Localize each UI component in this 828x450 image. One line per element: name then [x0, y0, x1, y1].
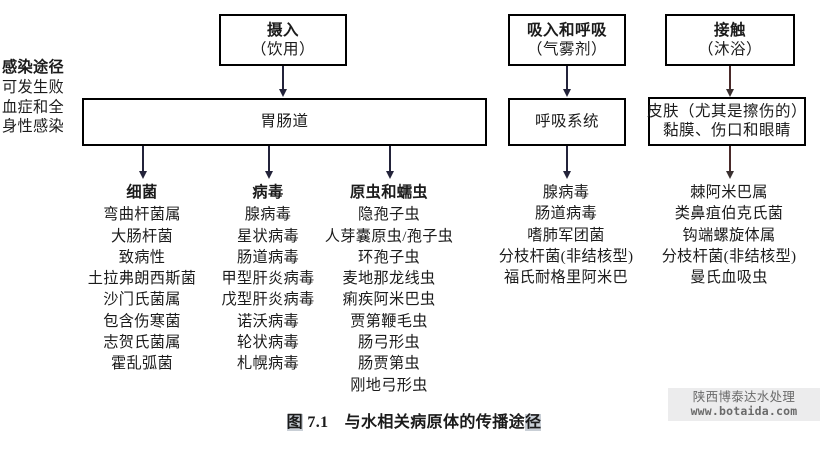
pathogen-column-bacteria-title: 细菌 [126, 184, 158, 201]
pathogen-column-protozoa: 原虫和蠕虫 隐孢子虫 人芽囊原虫/孢子虫 环孢子虫 麦地那龙线虫 痢疾阿米巴虫 … [298, 182, 480, 396]
organ-node-gastrointestinal-label: 胃肠道 [260, 113, 309, 131]
entry-node-contact-title: 接触 [713, 21, 746, 39]
entry-node-inhalation-title: 吸入和呼吸 [526, 21, 607, 39]
arrow-gi-to-bacteria [142, 146, 144, 172]
organ-node-gastrointestinal: 胃肠道 [82, 98, 487, 146]
pathogen-item: 刚地弓形虫 [350, 376, 428, 394]
pathogen-item: 肠弓形虫 [358, 333, 420, 351]
pathogen-item: 肠贾第虫 [358, 355, 420, 373]
entry-node-ingestion-sub: （饮用） [250, 40, 315, 58]
pathogen-item: 沙门氏菌属 [103, 291, 181, 309]
arrow-ingestion-to-gi [282, 66, 284, 90]
pathogen-item: 福氏耐格里阿米巴 [504, 269, 628, 287]
pathogen-item: 包含伤寒菌 [103, 312, 181, 330]
figure-caption-first-char: 图 [286, 414, 303, 431]
pathogen-item: 大肠杆菌 [111, 227, 173, 245]
organ-node-respiratory: 呼吸系统 [508, 98, 626, 146]
arrow-gi-to-protozoa [389, 146, 391, 172]
pathogen-item: 腺病毒 [244, 206, 292, 224]
watermark-url: www.botaida.com [690, 403, 798, 418]
entry-node-inhalation-sub: （气雾剂） [526, 40, 607, 58]
arrow-respiratory-to-pathogens [566, 146, 568, 172]
pathogen-item: 类鼻疽伯克氏菌 [674, 205, 784, 223]
watermark: 陕西博泰达水处理 www.botaida.com [668, 388, 820, 422]
watermark-company: 陕西博泰达水处理 [692, 390, 796, 404]
pathogen-column-protozoa-title: 原虫和蠕虫 [350, 184, 428, 201]
pathogen-item: 分枝杆菌(非结核型) [498, 247, 634, 265]
pathogen-column-bacteria: 细菌 弯曲杆菌属 大肠杆菌 致病性 土拉弗朗西斯菌 沙门氏菌属 包含伤寒菌 志贺… [42, 182, 242, 375]
organ-node-skin-label-2: 黏膜、伤口和眼睛 [662, 122, 791, 139]
route-label-line-1: 感染途径 [2, 59, 64, 76]
pathogen-column-contact: 棘阿米巴属 类鼻疽伯克氏菌 钩端螺旋体属 分枝杆菌(非结核型) 曼氏血吸虫 [648, 182, 810, 288]
pathogen-item: 麦地那龙线虫 [342, 270, 436, 288]
pathogen-item: 甲型肝炎病毒 [221, 270, 315, 288]
pathogen-item: 土拉弗朗西斯菌 [87, 270, 197, 288]
route-label-line-4: 身性感染 [2, 118, 64, 136]
pathogen-item: 肠道病毒 [535, 205, 597, 223]
pathogen-item: 致病性 [118, 248, 166, 266]
entry-node-ingestion: 摄入 （饮用） [219, 14, 347, 66]
arrow-contact-to-skin [729, 66, 731, 90]
pathogen-item: 痢疾阿米巴虫 [342, 291, 436, 309]
figure-caption-tail: 径 [525, 414, 542, 431]
entry-node-inhalation: 吸入和呼吸 （气雾剂） [508, 14, 626, 66]
pathogen-item: 棘阿米巴属 [690, 184, 768, 201]
pathogen-column-virus-title: 病毒 [252, 184, 284, 201]
pathogen-item: 隐孢子虫 [358, 206, 420, 224]
pathogen-item: 曼氏血吸虫 [690, 269, 768, 287]
arrow-skin-to-pathogens [729, 146, 731, 172]
route-label-line-2: 可发生败 [2, 78, 64, 96]
pathogen-item: 诺沃病毒 [237, 312, 299, 330]
pathogen-item: 弯曲杆菌属 [103, 206, 181, 224]
pathogen-item: 贾第鞭毛虫 [350, 312, 428, 330]
pathogen-item: 钩端螺旋体属 [682, 226, 776, 244]
figure-caption: 图 7.1 与水相关病原体的传播途径 [0, 408, 828, 432]
pathogen-item: 霍乱弧菌 [111, 355, 173, 373]
route-label: 感染途径 可发生败 血症和全 身性感染 [2, 58, 86, 137]
route-label-line-3: 血症和全 [2, 98, 64, 116]
organ-node-skin: 皮肤（尤其是擦伤的） 黏膜、伤口和眼睛 [647, 97, 808, 146]
figure-caption-text: 与水相关病原体的传播途 [344, 414, 525, 431]
pathogen-item: 嗜肺军团菌 [527, 226, 605, 244]
pathogen-item: 星状病毒 [237, 227, 299, 245]
pathogen-item: 轮状病毒 [237, 333, 299, 351]
pathogen-item: 腺病毒 [542, 184, 590, 201]
pathogen-column-virus: 病毒 腺病毒 星状病毒 肠道病毒 甲型肝炎病毒 戊型肝炎病毒 诺沃病毒 轮状病毒… [193, 182, 343, 375]
figure-caption-number: 7.1 [302, 414, 329, 431]
pathogen-item: 志贺氏菌属 [103, 333, 181, 351]
pathogen-item: 人芽囊原虫/孢子虫 [324, 227, 454, 245]
entry-node-contact: 接触 （沐浴） [665, 14, 795, 66]
pathogen-item: 环孢子虫 [358, 248, 420, 266]
organ-node-skin-label-1: 皮肤（尤其是擦伤的） [647, 103, 808, 121]
arrow-gi-to-virus [268, 146, 270, 172]
pathogen-column-respiratory: 腺病毒 肠道病毒 嗜肺军团菌 分枝杆菌(非结核型) 福氏耐格里阿米巴 [486, 182, 646, 288]
pathogen-item: 戊型肝炎病毒 [221, 291, 315, 309]
entry-node-contact-sub: （沐浴） [697, 40, 762, 58]
pathogen-item: 札幌病毒 [237, 355, 299, 373]
arrow-inhalation-to-respiratory [566, 66, 568, 90]
organ-node-respiratory-label: 呼吸系统 [534, 113, 599, 131]
pathogen-item: 分枝杆菌(非结核型) [661, 247, 797, 265]
pathogen-item: 肠道病毒 [237, 248, 299, 266]
entry-node-ingestion-title: 摄入 [266, 21, 299, 39]
